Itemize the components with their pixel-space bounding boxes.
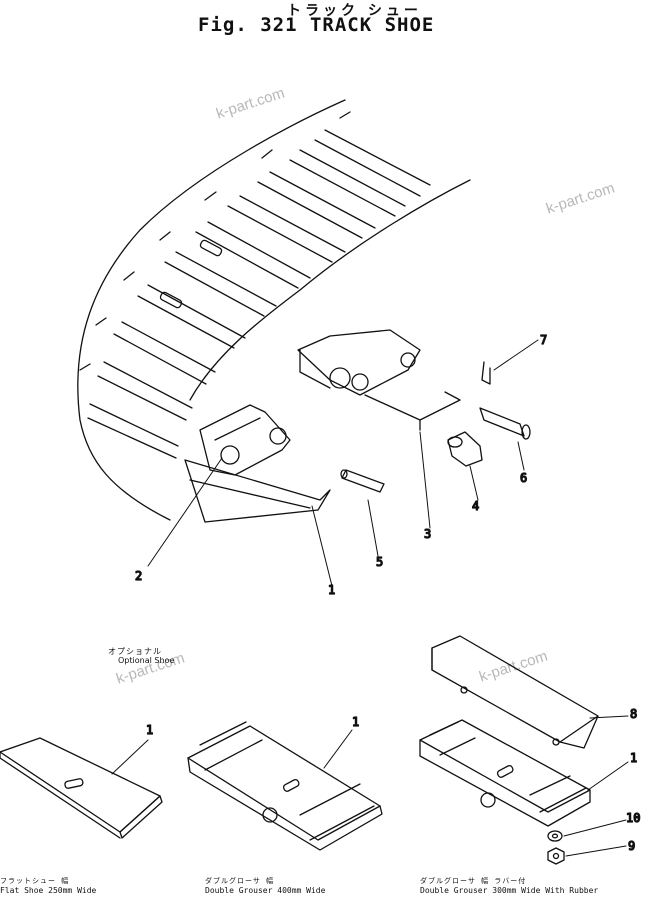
callout-6: 6 [520, 471, 527, 485]
washer [547, 830, 563, 842]
rubber-pad [431, 635, 599, 749]
title-japanese: トラック シュー [287, 3, 422, 19]
caption-flat-shoe-japanese: フラットシュー 幅 [0, 877, 70, 885]
callout-4: 4 [472, 499, 479, 513]
callout-8: 8 [630, 707, 637, 721]
caption-double-grouser-400: ダブルグローサ 幅 Double Grouser 400mm Wide [205, 876, 325, 895]
callout-3: 3 [424, 527, 431, 541]
flat-shoe [0, 737, 163, 839]
pin-short [340, 469, 385, 493]
caption-flat-shoe-english: Flat Shoe 250mm Wide [0, 886, 97, 895]
caption-double-grouser-300: ダブルグローサ 幅 ラバー付 Double Grouser 300mm Wide… [420, 876, 598, 895]
callout-1-double-grouser-300: 1 [630, 751, 637, 765]
double-grouser-shoe-400 [187, 721, 383, 851]
callout-1: 1 [328, 583, 335, 597]
caption-double-grouser-400-english: Double Grouser 400mm Wide [205, 886, 326, 895]
caption-double-grouser-300-english: Double Grouser 300mm Wide With Rubber [420, 886, 599, 895]
callout-9: 9 [628, 839, 635, 853]
optional-label-japanese: オプショナル [108, 647, 162, 656]
callout-7: 7 [540, 333, 547, 347]
leader-lines [111, 339, 629, 857]
optional-label: Optional Shoe [118, 656, 175, 665]
caption-flat-shoe: フラットシュー 幅 Flat Shoe 250mm Wide [0, 876, 96, 895]
cotter-pin [481, 361, 491, 385]
nut [547, 847, 565, 865]
figure-title: Fig. 321 TRACK SHOE [198, 14, 435, 36]
caption-double-grouser-300-japanese: ダブルグローサ 幅 ラバー付 [420, 877, 527, 885]
bushing [447, 431, 483, 467]
callout-2: 2 [135, 569, 142, 583]
track-chain-assembly [77, 99, 471, 523]
caption-double-grouser-400-japanese: ダブルグローサ 幅 [205, 877, 275, 885]
callout-5: 5 [376, 555, 383, 569]
pin-long [479, 407, 531, 440]
callout-1-double-grouser-400: 1 [352, 715, 359, 729]
callout-1-flat-shoe: 1 [146, 723, 153, 737]
callout-10: 10 [626, 811, 640, 825]
exploded-link-assembly [297, 329, 461, 431]
double-grouser-shoe-300 [419, 719, 591, 827]
